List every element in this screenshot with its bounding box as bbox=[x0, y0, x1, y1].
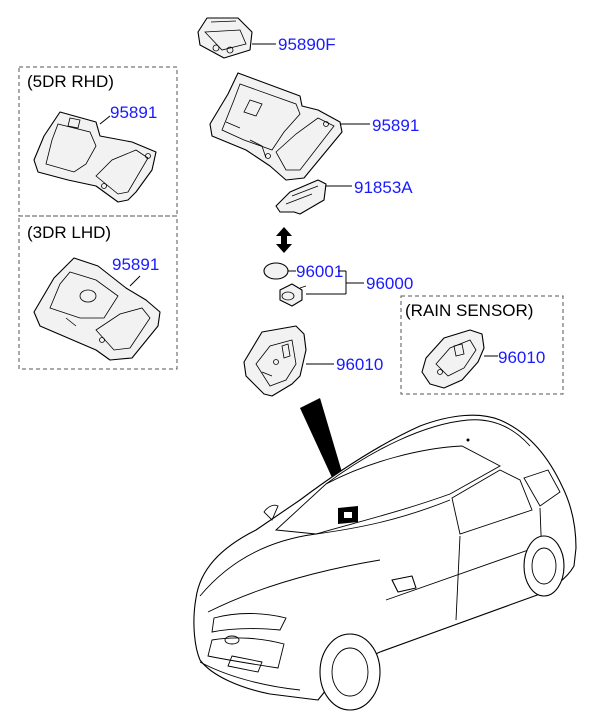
double-arrow-icon bbox=[276, 227, 292, 253]
part-number-96010-rain[interactable]: 96010 bbox=[498, 348, 545, 367]
option-label-3dr: (3DR LHD) bbox=[27, 223, 111, 242]
part-96001-drawing bbox=[263, 262, 296, 280]
part-number-96010[interactable]: 96010 bbox=[336, 355, 383, 374]
part-number-96001[interactable]: 96001 bbox=[296, 262, 343, 281]
part-95891-5dr-drawing bbox=[33, 111, 157, 203]
part-number-96000[interactable]: 96000 bbox=[366, 274, 413, 293]
part-number-91853a[interactable]: 91853A bbox=[354, 178, 413, 197]
part-95890f-drawing bbox=[197, 17, 276, 59]
car-illustration bbox=[193, 414, 577, 711]
part-96010-drawing bbox=[243, 325, 334, 397]
option-label-rain-sensor: (RAIN SENSOR) bbox=[405, 301, 533, 320]
part-number-95891-3dr[interactable]: 95891 bbox=[112, 255, 159, 274]
part-96010-rain-drawing bbox=[421, 329, 498, 389]
part-96000-drawing bbox=[279, 270, 364, 307]
part-number-95891[interactable]: 95891 bbox=[372, 116, 419, 135]
option-label-5dr: (5DR RHD) bbox=[27, 72, 114, 91]
part-95891-3dr-drawing bbox=[33, 257, 161, 361]
part-number-95890f[interactable]: 95890F bbox=[278, 35, 336, 54]
option-box-3dr: (3DR LHD) bbox=[18, 215, 178, 370]
option-box-rain-sensor: (RAIN SENSOR) bbox=[400, 295, 564, 395]
part-95891-drawing bbox=[209, 72, 370, 181]
part-number-95891-5dr[interactable]: 95891 bbox=[110, 103, 157, 122]
part-91853a-drawing bbox=[275, 179, 352, 215]
